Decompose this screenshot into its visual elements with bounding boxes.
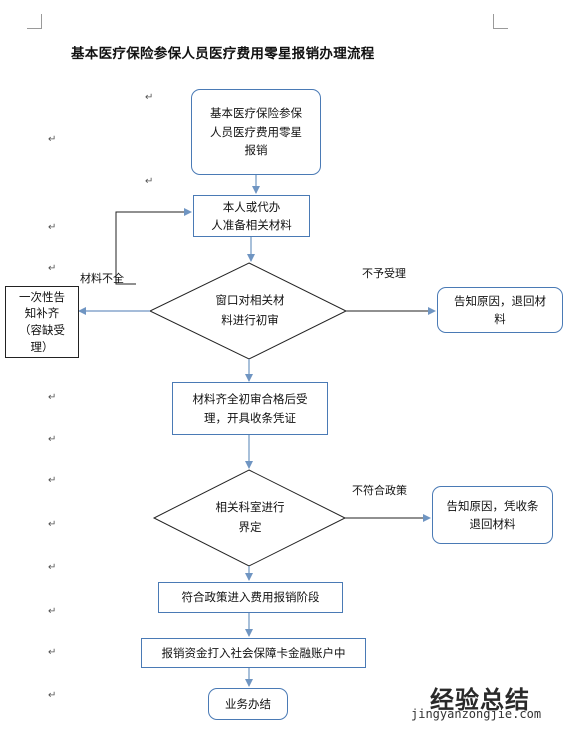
node-start: 基本医疗保险参保 人员医疗费用零星 报销 [191, 89, 321, 175]
edge-label-not-compliant: 不符合政策 [352, 484, 407, 497]
paragraph-mark: ↵ [145, 92, 154, 103]
paragraph-mark: ↵ [48, 562, 57, 573]
edge-label-not-accepted: 不予受理 [362, 267, 406, 280]
paragraph-mark: ↵ [48, 134, 57, 145]
paragraph-mark: ↵ [48, 475, 57, 486]
node-one-time-notice: 一次性告 知补齐 （容缺受 理） [5, 286, 79, 358]
paragraph-mark: ↵ [48, 606, 57, 617]
node-prepare-materials: 本人或代办 人准备相关材料 [193, 195, 310, 237]
watermark-logo-text: 经验总结 [430, 686, 530, 714]
edge-label-incomplete: 材料不全 [80, 272, 124, 285]
page-title: 基本医疗保险参保人员医疗费用零星报销办理流程 [71, 46, 375, 62]
node-policy-compliant: 符合政策进入费用报销阶段 [158, 582, 343, 613]
node-done: 业务办结 [208, 688, 288, 720]
node-dept-review-text: 相关科室进行 界定 [215, 500, 285, 534]
paragraph-mark: ↵ [48, 392, 57, 403]
node-accept: 材料齐全初审合格后受 理，开具收条凭证 [172, 382, 328, 435]
paragraph-mark: ↵ [48, 647, 57, 658]
paragraph-mark: ↵ [48, 690, 57, 701]
paragraph-mark: ↵ [48, 434, 57, 445]
loop-review-to-prepare [115, 208, 192, 285]
node-reject-return-2: 告知原因，凭收条 退回材料 [432, 486, 553, 544]
node-fund-transfer: 报销资金打入社会保障卡金融账户中 [141, 638, 366, 668]
node-reject-return-1: 告知原因，退回材 料 [437, 287, 563, 333]
paragraph-mark: ↵ [48, 519, 57, 530]
node-window-review-text: 窗口对相关材 料进行初审 [215, 293, 285, 327]
paragraph-mark: ↵ [48, 263, 57, 274]
watermark-url: jingyanzongjie.com [411, 707, 542, 721]
margin-corner-top-left [27, 14, 42, 29]
margin-corner-top-right [493, 14, 508, 29]
paragraph-mark: ↵ [145, 176, 154, 187]
paragraph-mark: ↵ [48, 222, 57, 233]
